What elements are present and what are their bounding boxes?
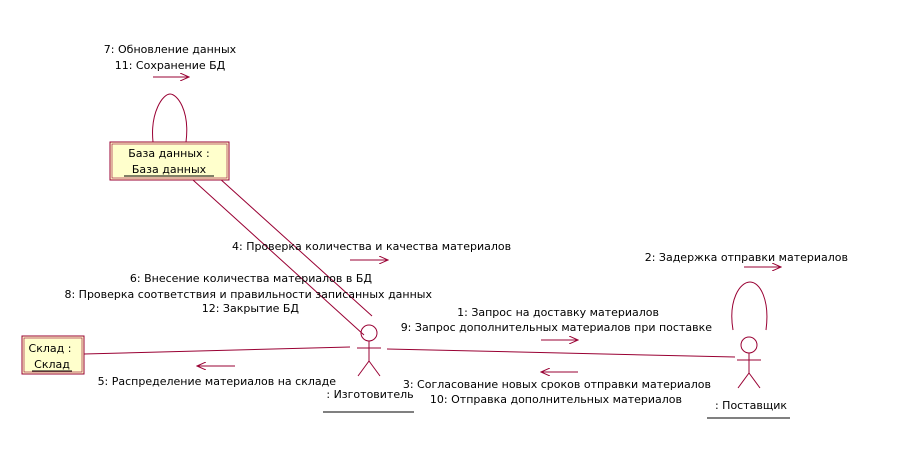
object-database-title: База данных : <box>128 147 210 160</box>
actor-manufacturer[interactable]: : Изготовитель <box>323 324 414 413</box>
link-db-manufacturer <box>192 179 365 336</box>
actor-manufacturer-label: : Изготовитель <box>326 388 413 401</box>
msg-8-label: 8: Проверка соответствия и правильности … <box>64 288 432 301</box>
link-warehouse-manufacturer <box>83 346 351 355</box>
object-warehouse[interactable]: Склад : Склад <box>21 335 85 375</box>
msg-2-label: 2: Задержка отправки материалов <box>645 251 848 264</box>
object-database-box <box>109 141 230 181</box>
object-warehouse-title: Склад : <box>29 342 72 355</box>
object-warehouse-name: Склад <box>34 358 70 371</box>
msg-3-label: 3: Согласование новых сроков отправки ма… <box>403 378 711 391</box>
msg-12-label: 12: Закрытие БД <box>202 302 300 315</box>
actor-supplier[interactable]: : Поставщик <box>707 336 790 419</box>
db-self-loop <box>152 93 188 143</box>
object-database[interactable]: База данных : База данных <box>109 141 230 181</box>
object-database-name: База данных <box>132 163 207 176</box>
object-warehouse-box <box>21 335 85 375</box>
msg-5-label: 5: Распределение материалов на складе <box>98 375 337 388</box>
msg-1-label: 1: Запрос на доставку материалов <box>457 306 659 319</box>
msg-11-label: 11: Сохранение БД <box>115 59 226 72</box>
msg-6-label: 6: Внесение количества материалов в БД <box>130 272 372 285</box>
msg-7-label: 7: Обновление данных <box>104 43 237 56</box>
actor-supplier-label: : Поставщик <box>715 399 787 412</box>
msg-10-label: 10: Отправка дополнительных материалов <box>430 393 682 406</box>
actor-supplier-head <box>740 336 758 354</box>
link-manufacturer-supplier <box>386 348 736 358</box>
msg-4-label: 4: Проверка количества и качества матери… <box>232 240 511 253</box>
actor-manufacturer-head <box>360 324 378 342</box>
supplier-self-loop <box>731 281 768 331</box>
msg-9-label: 9: Запрос дополнительных материалов при … <box>401 321 713 334</box>
